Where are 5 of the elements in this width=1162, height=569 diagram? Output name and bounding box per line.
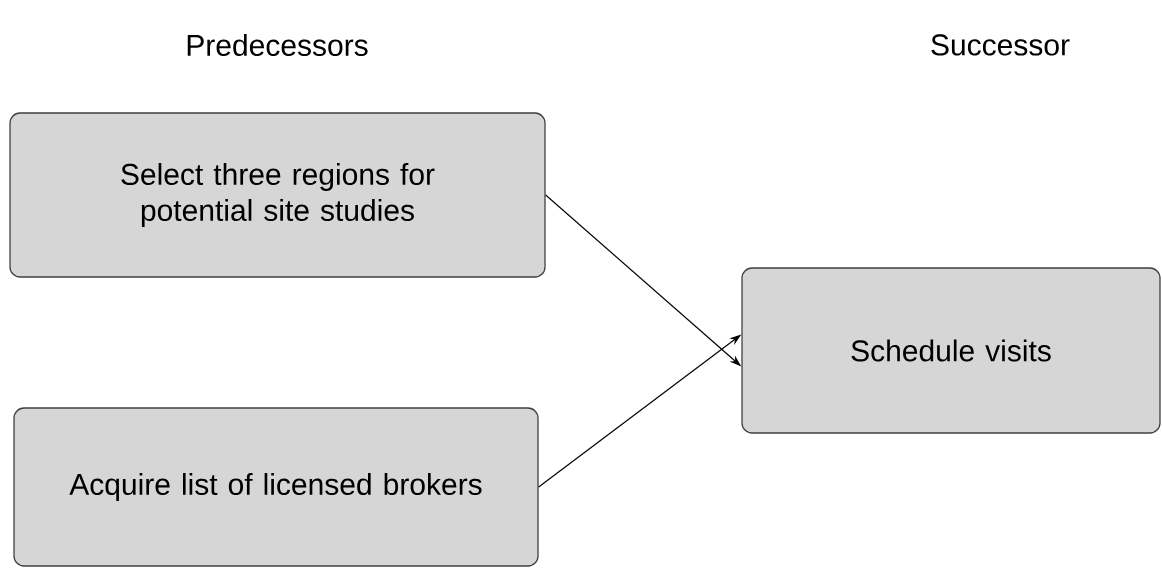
process-box: Acquire list of licensed brokers: [13, 407, 539, 567]
process-box: Select three regions for potential site studies: [9, 112, 546, 278]
column-heading: Successor: [931, 34, 1070, 56]
process-box: Schedule visits: [741, 267, 1161, 434]
column-heading: Predecessors: [187, 34, 368, 56]
